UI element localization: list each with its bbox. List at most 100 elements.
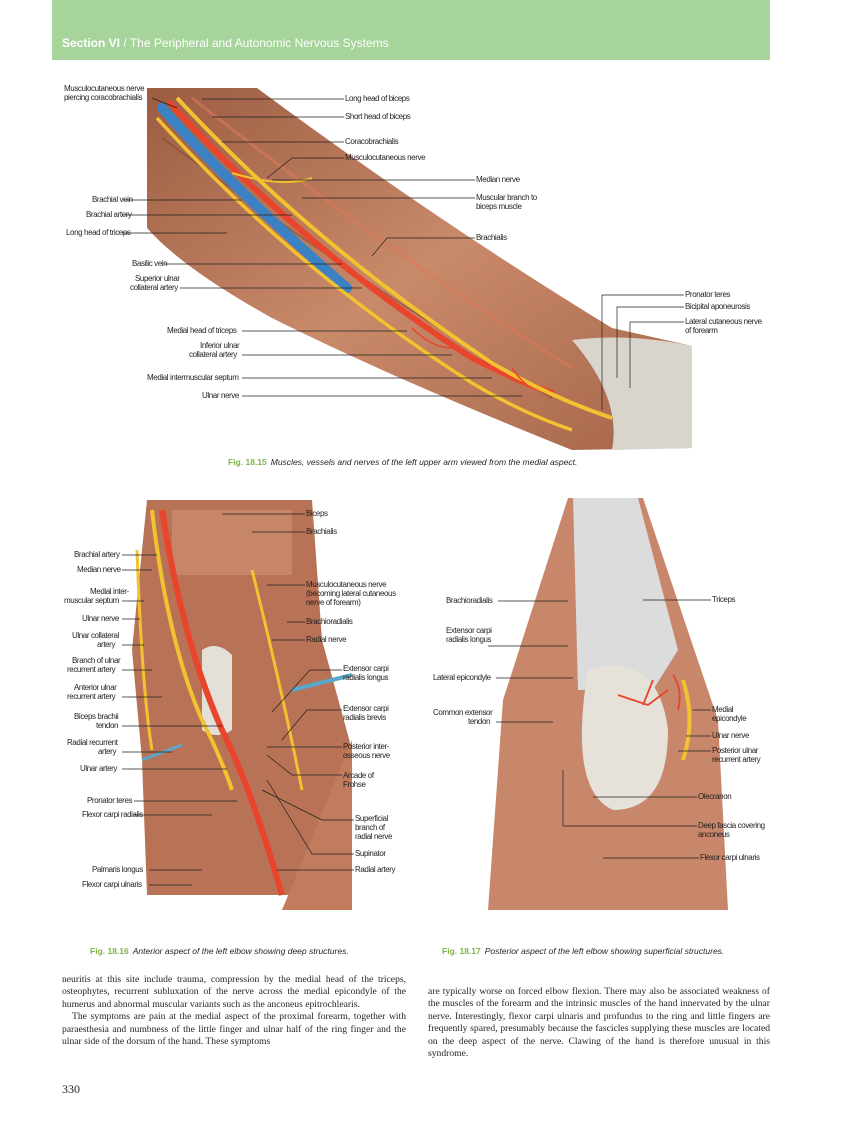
label-olecranon: Olecranon xyxy=(698,792,731,801)
label-posterior-ulnar: Posterior ulnar xyxy=(712,746,759,755)
label-triceps: Triceps xyxy=(712,595,736,604)
brachial-artery-shape xyxy=(159,509,285,896)
ulnar-nerve-shape xyxy=(155,116,573,432)
label-medial-epicondyle-2: epicondyle xyxy=(712,714,747,723)
label-muscular-branch-2: biceps muscle xyxy=(476,202,522,211)
arm-muscles xyxy=(147,88,692,450)
posterior-elbow-illustration: Brachioradialis Extensor carpi radialis … xyxy=(433,498,765,910)
label-arcade-2: Frohse xyxy=(343,780,366,789)
biceps-tendon-shape xyxy=(202,646,232,735)
label-arcade: Arcade of xyxy=(343,771,375,780)
label-posterior-inter: Posterior inter- xyxy=(343,742,390,751)
label-median-nerve: Median nerve xyxy=(77,565,122,574)
label-ulnar-nerve: Ulnar nerve xyxy=(202,391,240,400)
label-inferior-ulnar-2: collateral artery xyxy=(189,350,237,359)
label-medial-inter-2: muscular septum xyxy=(64,596,120,605)
elbow-muscles xyxy=(132,500,352,895)
label-pronator-teres: Pronator teres xyxy=(685,290,730,299)
label-superior-ulnar-2: collateral artery xyxy=(130,283,178,292)
label-deep-fascia: Deep fascia covering xyxy=(698,821,765,830)
paragraph: The symptoms are pain at the medial aspe… xyxy=(62,1011,406,1048)
figure-number: Fig. 18.16 xyxy=(90,946,129,956)
label-brachial-vein: Brachial vein xyxy=(92,195,133,204)
label-musculocutaneous-nerve: Musculocutaneous nerve xyxy=(345,153,426,162)
section-header-text: Section VI / The Peripheral and Autonomi… xyxy=(62,36,389,50)
figure-18-17: Brachioradialis Extensor carpi radialis … xyxy=(428,490,774,910)
body-text-right-column: are typically worse on forced elbow flex… xyxy=(428,986,770,1060)
label-branch-ulnar-2: recurrent artery xyxy=(67,665,116,674)
caption-text: Posterior aspect of the left elbow showi… xyxy=(484,946,725,956)
median-nerve-shape xyxy=(150,509,234,791)
label-medial-intermuscular: Medial intermuscular septum xyxy=(147,373,239,382)
label-brachial-artery: Brachial artery xyxy=(86,210,132,219)
label-biceps-tendon-2: tendon xyxy=(96,721,118,730)
section-separator: / xyxy=(123,36,127,50)
label-inferior-ulnar: Inferior ulnar xyxy=(200,341,240,350)
figure-18-16: Brachial artery Median nerve Medial inte… xyxy=(52,490,412,910)
label-fcu: Flexor carpi ulnaris xyxy=(82,880,142,889)
label-anterior-ulnar-2: recurrent artery xyxy=(67,692,116,701)
label-anterior-ulnar: Anterior ulnar xyxy=(74,683,117,692)
label-median-nerve: Median nerve xyxy=(476,175,521,184)
label-ecrl: Extensor carpi xyxy=(343,664,389,673)
section-title: The Peripheral and Autonomic Nervous Sys… xyxy=(129,36,389,50)
label-superficial-3: radial nerve xyxy=(355,832,393,841)
label-ecrl-2: radialis longus xyxy=(446,635,492,644)
label-ecrb: Extensor carpi xyxy=(343,704,389,713)
label-musculocutaneous-2: (becoming lateral cutaneous xyxy=(306,589,396,598)
label-lateral-epicondyle: Lateral epicondyle xyxy=(433,673,492,682)
ulnar-nerve-shape xyxy=(681,679,692,761)
paragraph: neuritis at this site include trauma, co… xyxy=(62,974,406,1010)
label-branch-ulnar: Branch of ulnar xyxy=(72,656,121,665)
label-ulnar-nerve: Ulnar nerve xyxy=(712,731,750,740)
label-musculocutaneous-3: nerve of forearm) xyxy=(306,598,361,607)
label-palmaris: Palmaris longus xyxy=(92,865,143,874)
label-deep-fascia-2: anconeus xyxy=(698,830,730,839)
median-nerve-shape xyxy=(175,96,613,420)
upper-arm-illustration: Musculocutaneous nerve piercing coracobr… xyxy=(64,84,763,450)
label-long-head-triceps: Long head of triceps xyxy=(66,228,131,237)
label-ulnar-nerve: Ulnar nerve xyxy=(82,614,120,623)
label-musculocutaneous: Musculocutaneous nerve xyxy=(306,580,387,589)
label-pronator-teres: Pronator teres xyxy=(87,796,132,805)
label-medial-inter: Medial inter- xyxy=(90,587,130,596)
anterior-elbow-illustration: Brachial artery Median nerve Medial inte… xyxy=(64,500,397,910)
label-medial-epicondyle: Medial xyxy=(712,705,734,714)
label-basilic-vein: Basilic vein xyxy=(132,259,167,268)
label-musculocutaneous-piercing: Musculocutaneous nerve xyxy=(64,84,145,93)
label-radial-artery: Radial artery xyxy=(355,865,396,874)
label-superior-ulnar: Superior ulnar xyxy=(135,274,180,283)
paragraph: are typically worse on forced elbow flex… xyxy=(428,986,770,1060)
label-ulnar-collateral: Ulnar collateral xyxy=(72,631,120,640)
label-posterior-ulnar-2: recurrent artery xyxy=(712,755,761,764)
label-superficial: Superficial xyxy=(355,814,389,823)
label-brachioradialis: Brachioradialis xyxy=(306,617,353,626)
caption-text: Anterior aspect of the left elbow showin… xyxy=(132,946,349,956)
radial-nerve-shape xyxy=(250,569,304,791)
label-superficial-2: branch of xyxy=(355,823,386,832)
label-supinator: Supinator xyxy=(355,849,386,858)
body-text-left-column: neuritis at this site include trauma, co… xyxy=(62,974,406,1048)
label-long-head-biceps: Long head of biceps xyxy=(345,94,410,103)
label-muscular-branch: Muscular branch to xyxy=(476,193,538,202)
label-ecrb-2: radialis brevis xyxy=(343,713,386,722)
label-musculocutaneous-piercing-2: piercing coracobrachialis xyxy=(64,93,142,102)
label-ecrl: Extensor carpi xyxy=(446,626,492,635)
label-short-head-biceps: Short head of biceps xyxy=(345,112,411,121)
label-biceps-tendon: Biceps brachii xyxy=(74,712,119,721)
label-ecrl-2: radialis longus xyxy=(343,673,389,682)
section-header: Section VI / The Peripheral and Autonomi… xyxy=(52,0,770,60)
label-radial-recurrent: Radial recurrent xyxy=(67,738,119,747)
figure-18-15: Musculocutaneous nerve piercing coracobr… xyxy=(52,78,772,456)
label-posterior-inter-2: osseous nerve xyxy=(343,751,391,760)
label-brachioradialis: Brachioradialis xyxy=(446,596,493,605)
label-ulnar-artery: Ulnar artery xyxy=(80,764,117,773)
label-brachialis: Brachialis xyxy=(306,527,337,536)
figure-number: Fig. 18.17 xyxy=(442,946,481,956)
label-biceps: Biceps xyxy=(306,509,328,518)
caption-text: Muscles, vessels and nerves of the left … xyxy=(270,457,578,467)
label-brachial-artery: Brachial artery xyxy=(74,550,120,559)
section-number: Section VI xyxy=(62,36,121,50)
